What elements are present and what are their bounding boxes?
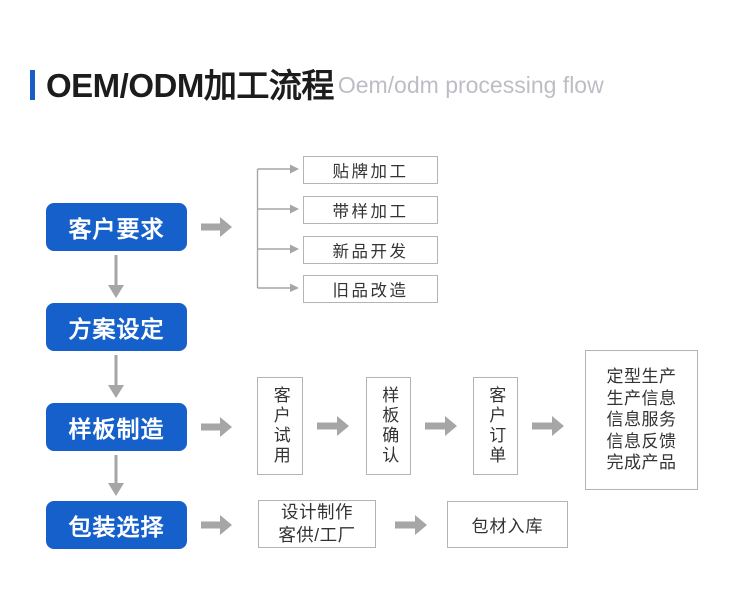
stage-box-sample-manufacture[interactable]: 样板制造 xyxy=(46,403,187,451)
down-arrow-1 xyxy=(104,253,128,303)
stage-box-customer-requirement[interactable]: 客户要求 xyxy=(46,203,187,251)
stage-box-plan-setting[interactable]: 方案设定 xyxy=(46,303,187,351)
packaging-box-design-production[interactable]: 设计制作 客供/工厂 xyxy=(258,500,376,548)
right-arrow-order-to-production xyxy=(531,414,567,438)
down-arrow-3 xyxy=(104,453,128,501)
packaging-box-material-warehouse[interactable]: 包材入库 xyxy=(447,501,568,548)
title-accent-bar xyxy=(30,70,35,100)
right-arrow-packaging xyxy=(200,513,234,537)
production-line-2: 生产信息 xyxy=(606,388,677,408)
branch-box-sample-processing[interactable]: 带样加工 xyxy=(303,196,438,224)
branch-connector xyxy=(252,160,302,297)
sample-step-box-sample-confirmation[interactable]: 样板确认 xyxy=(366,377,411,475)
packaging-design-line-1: 设计制作 xyxy=(281,502,353,523)
title-chinese: OEM/ODM加工流程 xyxy=(46,66,334,104)
stage-box-packaging-choice[interactable]: 包装选择 xyxy=(46,501,187,549)
right-arrow-requirement xyxy=(200,215,234,239)
production-line-4: 信息反馈 xyxy=(606,431,677,451)
right-arrow-trial-to-confirm xyxy=(316,414,352,438)
branch-box-new-product-development[interactable]: 新品开发 xyxy=(303,236,438,264)
branch-box-oem-processing[interactable]: 贴牌加工 xyxy=(303,156,438,184)
branch-box-old-product-renovation[interactable]: 旧品改造 xyxy=(303,275,438,303)
production-line-3: 信息服务 xyxy=(606,410,677,430)
sample-step-box-customer-order[interactable]: 客户订单 xyxy=(473,377,518,475)
packaging-design-line-2: 客供/工厂 xyxy=(278,525,356,545)
production-info-panel[interactable]: 定型生产 生产信息 信息服务 信息反馈 完成产品 xyxy=(585,350,698,490)
page-title: OEM/ODM加工流程 Oem/odm processing flow xyxy=(0,62,750,108)
down-arrow-2 xyxy=(104,353,128,403)
right-arrow-design-to-warehouse xyxy=(394,513,430,537)
production-line-1: 定型生产 xyxy=(606,367,677,387)
production-line-5: 完成产品 xyxy=(606,453,677,473)
right-arrow-sample xyxy=(200,415,234,439)
right-arrow-confirm-to-order xyxy=(424,414,460,438)
sample-step-box-customer-trial[interactable]: 客户试用 xyxy=(257,377,303,475)
title-english: Oem/odm processing flow xyxy=(337,71,604,98)
